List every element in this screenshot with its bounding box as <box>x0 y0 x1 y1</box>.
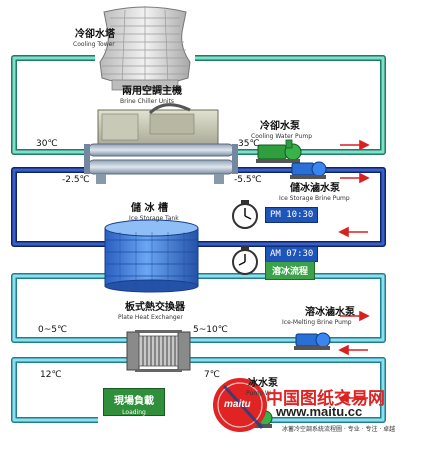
ice-tank-subtitle: Ice Storage Tank <box>129 215 179 222</box>
chiller-subtitle: Brine Chiller Units <box>120 98 175 105</box>
night-clock-icon <box>232 200 258 229</box>
arrow-left-icon <box>338 392 368 404</box>
arrow-right-icon <box>340 139 370 151</box>
ice-storage-pump-subtitle: Ice Storage Brine Pump <box>279 195 350 202</box>
day-clock-icon <box>232 246 258 275</box>
melt-pump-title: 溶冰滷水泵 <box>305 307 355 318</box>
watermark-logo-text: maitu <box>224 399 251 410</box>
arrow-right-icon <box>340 172 370 184</box>
watermark-subtitle: 冰蓄冷空調系統流程圖 · 专业 · 专注 · 卓越 <box>282 426 396 433</box>
heat-exchanger-title: 板式熱交換器 <box>125 302 185 313</box>
temp-0-5: 0~5℃ <box>38 325 68 335</box>
cooling-pump-subtitle: Cooling Water Pump <box>251 133 312 140</box>
temp-30: 30℃ <box>36 139 58 149</box>
ice-melting-pump <box>294 332 331 350</box>
ice-storage-pump <box>290 161 327 179</box>
watermark-site-name: 中国图纸交易网 <box>266 389 385 409</box>
chiller-title: 兩用空調主機 <box>122 86 182 97</box>
chilled-pump-title: 冰水泵 <box>248 378 278 389</box>
load-title: 現場負載 <box>114 396 154 407</box>
watermark-url: www.maitu.cc <box>276 404 363 419</box>
cooling-pump-title: 冷卻水泵 <box>260 121 300 132</box>
load-subtitle: Loading <box>122 409 146 416</box>
temp-minus-2-5: -2.5℃ <box>62 175 90 185</box>
temp-7: 7℃ <box>204 370 220 380</box>
heat-exchanger-subtitle: Plate Heat Exchanger <box>118 314 183 321</box>
maitu-logo <box>213 378 267 432</box>
temp-5-10: 5~10℃ <box>193 325 228 335</box>
brine-pipe-left <box>11 167 105 247</box>
temp-minus-5-5: -5.5℃ <box>234 175 262 185</box>
arrow-right-icon <box>340 310 370 322</box>
ice-tank-title: 儲 冰 槽 <box>131 203 168 214</box>
temp-12: 12℃ <box>40 370 62 380</box>
ice-storage-pump-title: 儲冰滷水泵 <box>290 183 340 194</box>
cooling-tower-subtitle: Cooling Tower <box>73 41 115 48</box>
cooling-water-pump <box>256 139 302 163</box>
temp-35: 35℃ <box>238 139 260 149</box>
chiller-unit <box>84 103 238 184</box>
plate-heat-exchanger <box>126 330 191 372</box>
chilled-pump-subtitle: Pump W <box>246 390 271 397</box>
day-time-display: AM 07:30 <box>265 246 319 262</box>
flow-arrows <box>338 139 370 404</box>
arrow-left-icon <box>338 344 368 356</box>
cooling-pipe-left <box>11 55 95 155</box>
day-mode-label: 溶冰流程 <box>265 261 316 280</box>
load-box: 現場負載 Loading <box>103 388 165 416</box>
arrow-left-icon <box>338 226 368 238</box>
night-time-display: PM 10:30 <box>265 207 319 223</box>
ice-storage-tank <box>104 219 199 293</box>
cooling-tower-title: 冷卻水塔 <box>75 29 115 40</box>
melt-pump-subtitle: Ice-Melting Brine Pump <box>282 319 352 326</box>
cooling-tower <box>99 6 191 91</box>
